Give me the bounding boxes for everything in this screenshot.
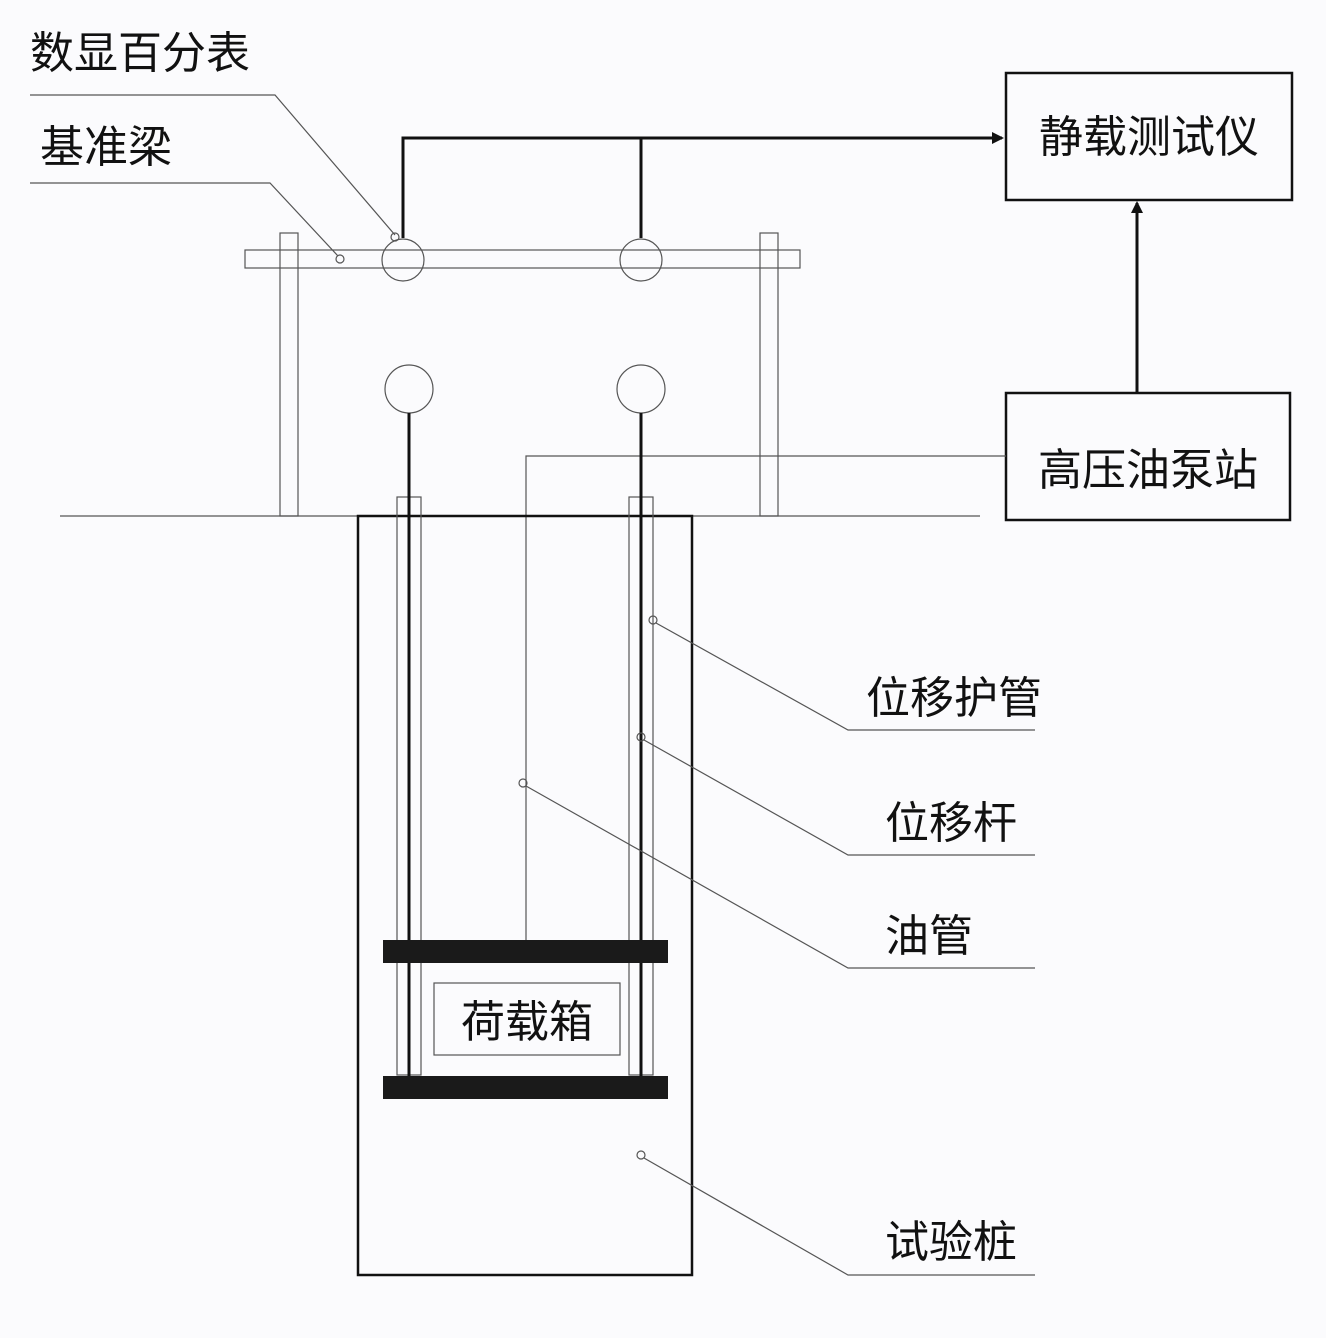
static-load-tester-box [1004,71,1294,202]
leader-dot [648,615,658,625]
oil-pipe [525,455,1006,940]
dial-gauge-left [381,238,425,282]
hydraulic-pump-label: 高压油泵站 [1038,445,1258,496]
signal-wire [401,132,1004,238]
oil-pipe-label: 油管 [885,911,973,962]
load-box [433,982,621,1056]
load-box-top-plate [383,940,668,963]
reference-beam-leader [30,182,339,257]
leader-dot [636,732,646,742]
rod-top-right [616,364,666,414]
test-pile-label: 试验桩 [885,1217,1017,1268]
oil-pipe-leader [525,785,1035,969]
dial-gauge-label: 数显百分表 [30,28,250,79]
beam-post-left [279,232,299,517]
reference-beam-label: 基准梁 [40,122,172,173]
leader-dot [518,778,528,788]
static-load-tester-label: 静载测试仪 [1039,112,1259,163]
displacement-rod-leader [643,739,1035,856]
dial-gauge-leader [30,94,396,236]
test-pile-leader [643,1157,1035,1276]
leader-dot [335,254,345,264]
leader-dot [636,1150,646,1160]
reference-beam [244,249,801,269]
load-box-label: 荷载箱 [461,997,593,1048]
leader-dot [390,232,400,242]
dial-gauge-right [619,238,663,282]
beam-post-right [759,232,779,517]
rod-top-left [384,364,434,414]
displacement-rod-label: 位移杆 [885,798,1017,849]
test-pile [356,514,694,1277]
load-box-bottom-plate [383,1076,668,1099]
displacement-sleeve-label: 位移护管 [866,673,1042,724]
displacement-sleeve-leader [655,622,1035,731]
